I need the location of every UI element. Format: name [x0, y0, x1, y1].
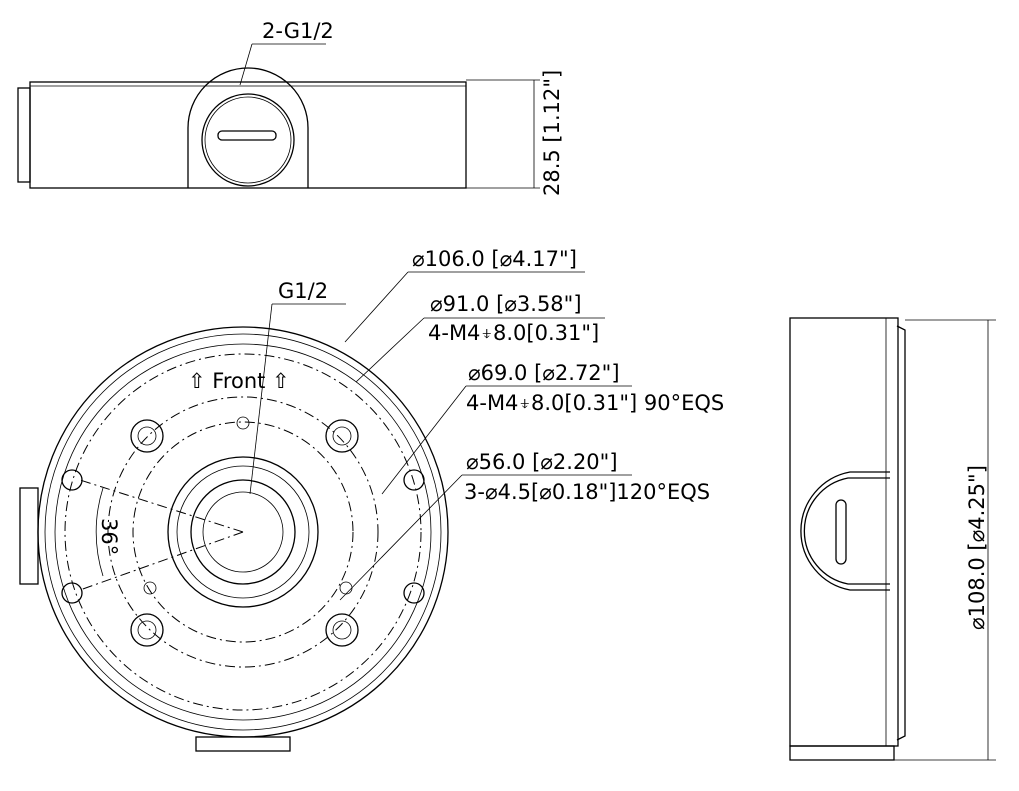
callout-3-line1: ⌀69.0 [⌀2.72"]	[468, 361, 620, 385]
side-view: ⌀108.0 [⌀4.25"]	[789, 317, 996, 761]
height-dimension: 28.5 [1.12"]	[540, 70, 564, 196]
callout-4-line1: ⌀56.0 [⌀2.20"]	[466, 450, 618, 474]
port-label-g1-2: G1/2	[278, 279, 328, 303]
front-view: 36° ⇧ Front ⇧ G1/2 ⌀106.0 [⌀4.17"] ⌀91.0…	[19, 247, 724, 752]
callout-1-line1: ⌀106.0 [⌀4.17"]	[412, 247, 577, 271]
angle-label: 36°	[97, 518, 121, 555]
callout-2-line2: 4-M4⍖8.0[0.31"]	[428, 321, 599, 345]
callout-4-line2: 3-⌀4.5[⌀0.18"]120°EQS	[464, 480, 710, 504]
callout-3-line2: 4-M4⍖8.0[0.31"] 90°EQS	[466, 391, 724, 415]
front-label: ⇧ Front ⇧	[188, 369, 290, 393]
callout-2-line1: ⌀91.0 [⌀3.58"]	[430, 292, 582, 316]
top-view: 2-G1/2 28.5 [1.12"]	[17, 19, 564, 196]
diameter-dimension: ⌀108.0 [⌀4.25"]	[965, 465, 989, 630]
port-label-2-g1-2: 2-G1/2	[262, 19, 334, 43]
